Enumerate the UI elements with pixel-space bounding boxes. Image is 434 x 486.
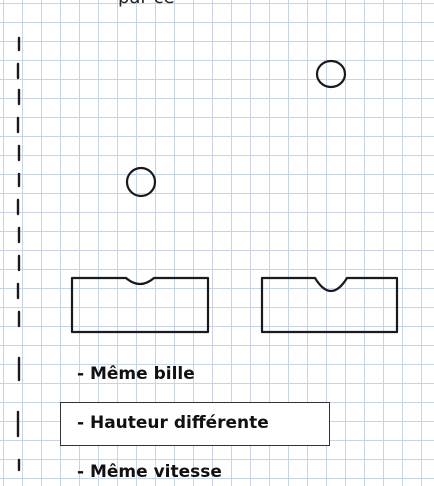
right-ball bbox=[317, 61, 345, 87]
dashed-ruler bbox=[18, 38, 19, 470]
left-sand-block bbox=[72, 278, 208, 332]
right-sand-block bbox=[262, 278, 397, 332]
left-ball bbox=[127, 168, 155, 196]
bullet-same-speed: - Même vitesse bbox=[77, 462, 222, 482]
bullet-same-ball: - Même bille bbox=[77, 364, 195, 384]
bullet-different-height: - Hauteur différente bbox=[77, 413, 269, 433]
